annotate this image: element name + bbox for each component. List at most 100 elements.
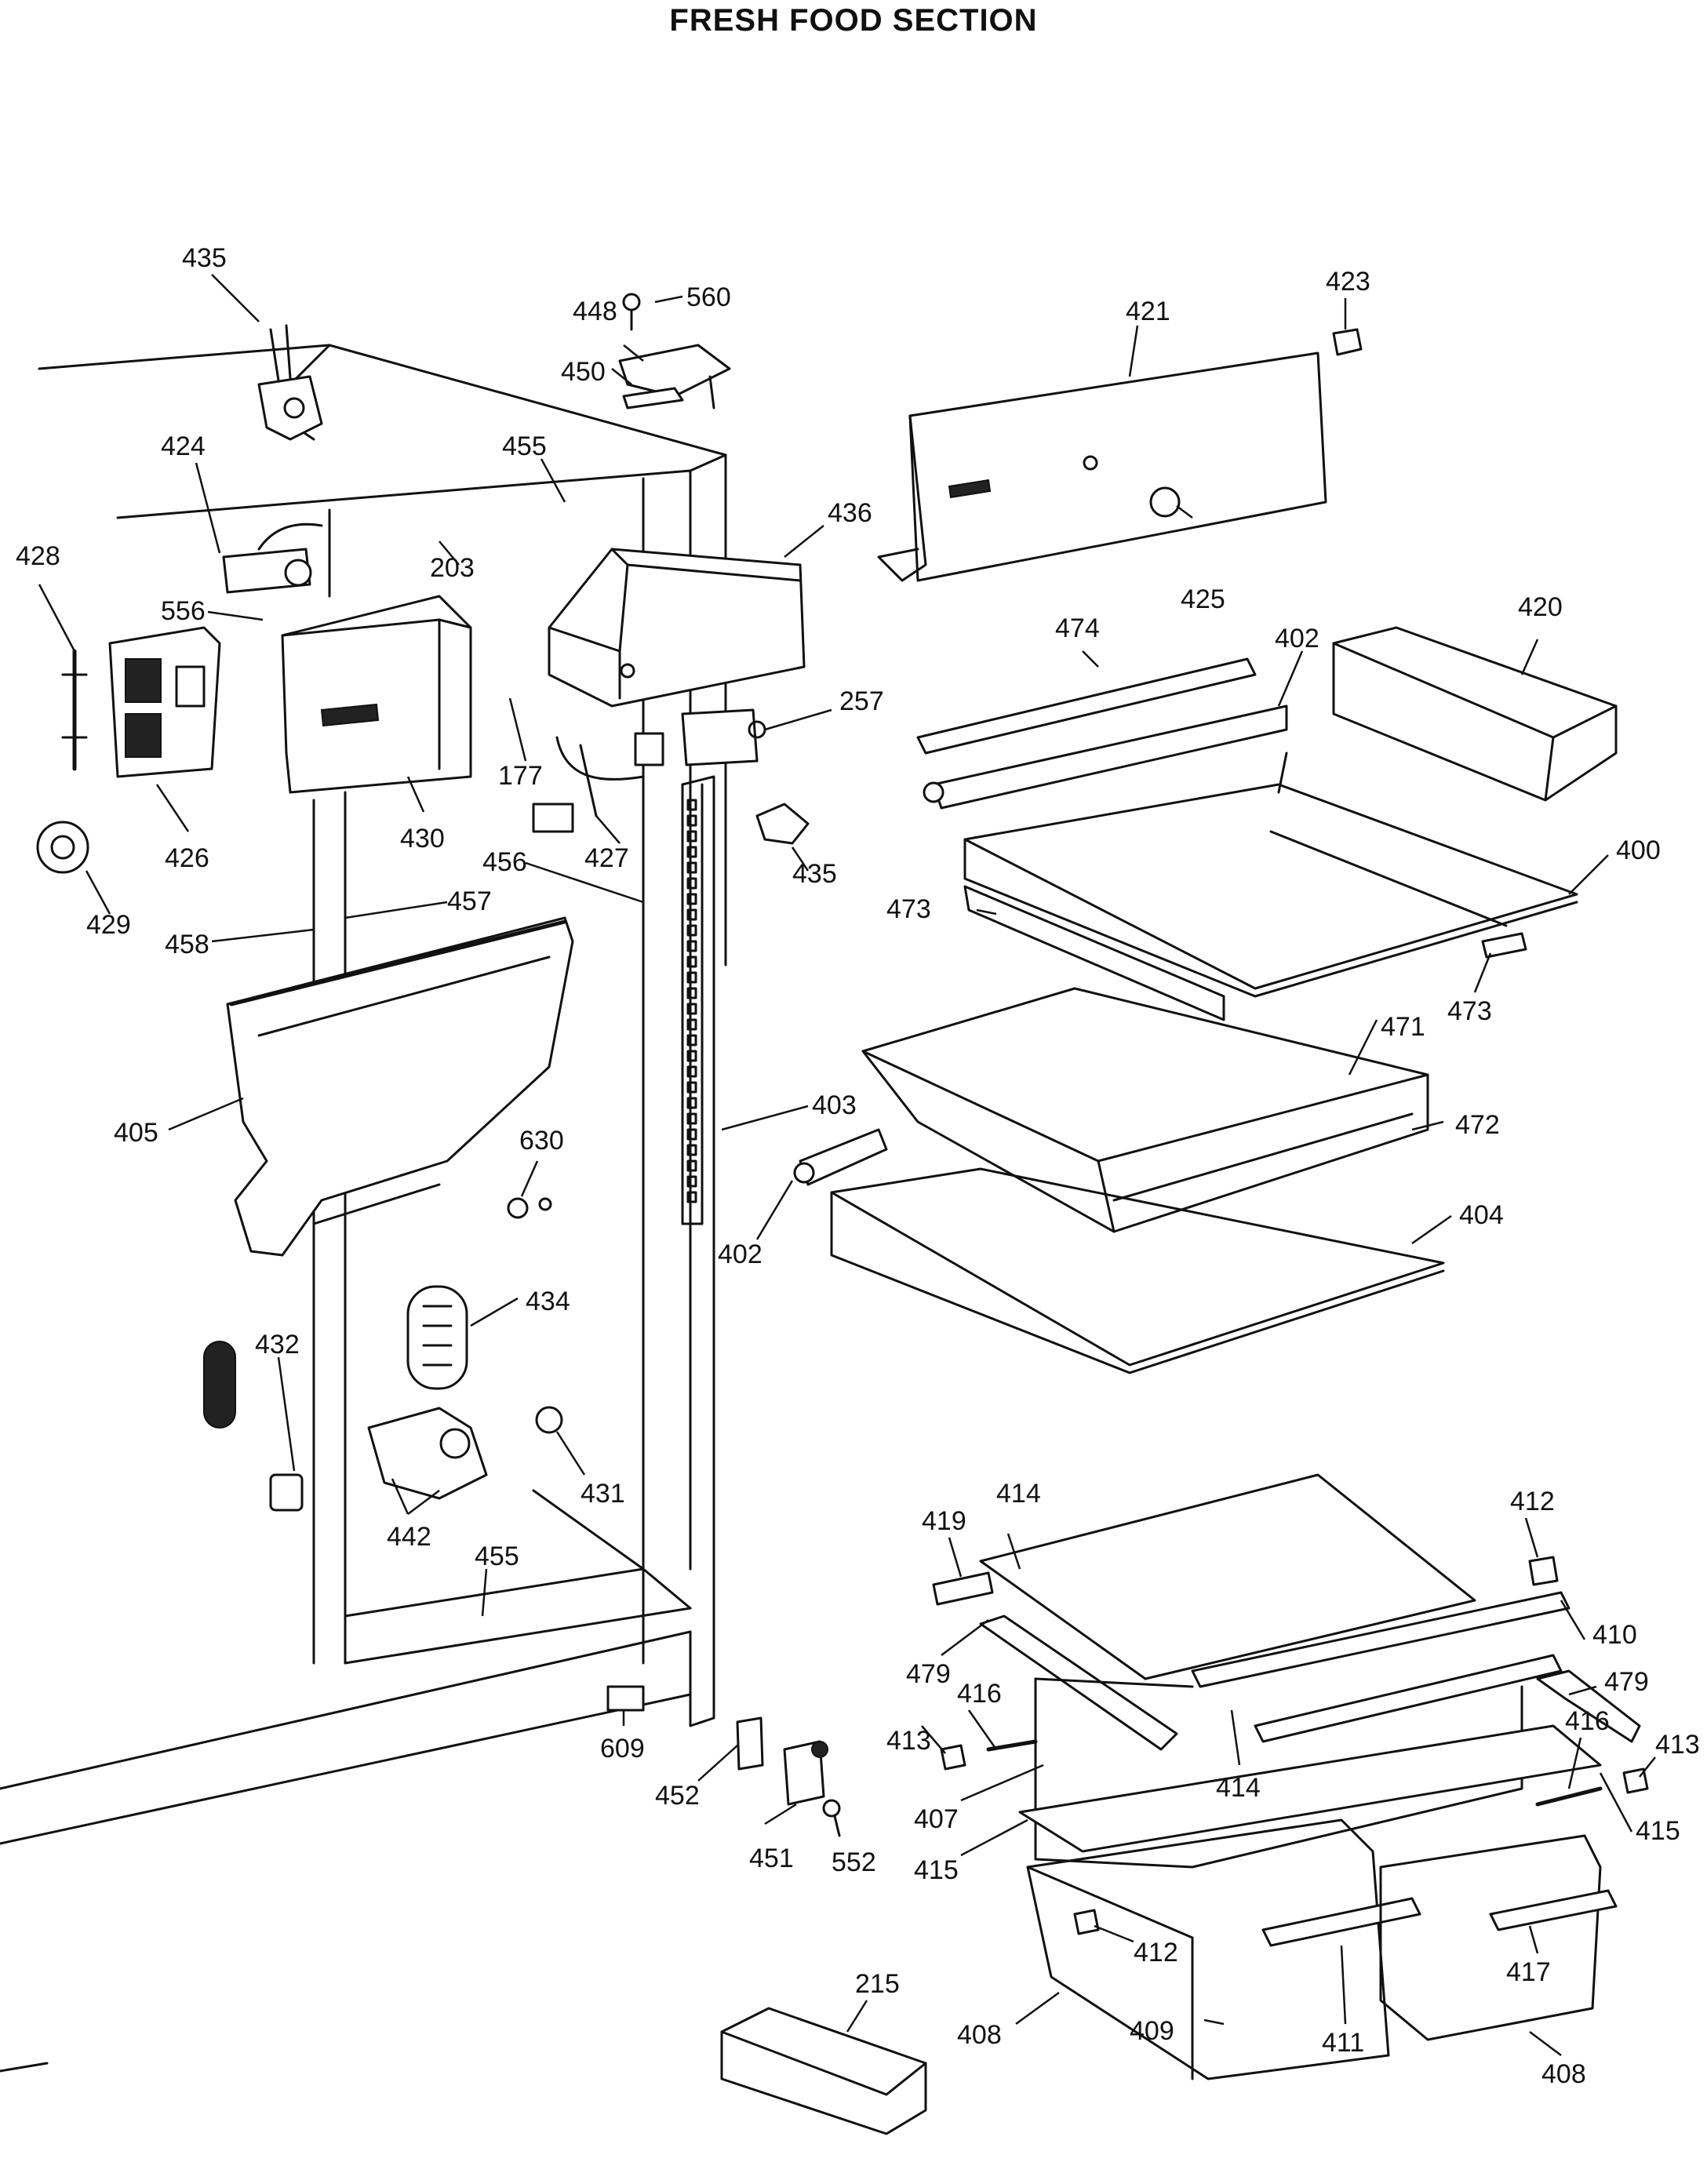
thermostat-424	[222, 522, 323, 594]
callout-416b: 416	[1565, 1706, 1610, 1736]
callout-448: 448	[573, 297, 617, 326]
leader-lines	[38, 274, 1656, 2056]
wiring-427	[532, 732, 664, 833]
callout-552: 552	[832, 1847, 876, 1877]
callout-408a: 408	[957, 2020, 1002, 2050]
rail-slot	[686, 1128, 697, 1141]
callout-414b: 414	[1216, 1773, 1261, 1803]
callout-431: 431	[581, 1479, 625, 1509]
shelf-rail-474	[916, 657, 1257, 755]
callout-428: 428	[16, 541, 60, 571]
slot-opening	[203, 1341, 236, 1429]
rail-slot	[686, 1003, 697, 1015]
plugs-630	[507, 1197, 552, 1219]
drawer-408b	[1379, 1834, 1602, 2041]
callout-609: 609	[600, 1734, 645, 1764]
callout-415a: 415	[914, 1855, 959, 1885]
rail-slot	[686, 1175, 697, 1188]
rail-slot	[686, 1034, 697, 1046]
crisper-420	[1332, 626, 1618, 802]
drawer-471	[861, 987, 1429, 1233]
callout-435b: 435	[792, 859, 837, 889]
callout-404: 404	[1459, 1200, 1504, 1230]
rail-slot	[686, 1112, 697, 1125]
callout-420: 420	[1518, 592, 1563, 622]
callout-413b: 413	[1655, 1730, 1700, 1760]
callout-474: 474	[1055, 613, 1100, 643]
callout-215: 215	[855, 1969, 900, 1999]
callout-473b: 473	[1447, 996, 1492, 1026]
plate-452	[736, 1716, 764, 1771]
damper-434	[406, 1285, 468, 1390]
rail-slot	[686, 1191, 697, 1203]
callout-411: 411	[1322, 2028, 1364, 2058]
callout-560: 560	[686, 282, 731, 312]
hinge-451	[783, 1740, 828, 1806]
rail-slot	[686, 1065, 697, 1078]
callout-421: 421	[1126, 297, 1170, 326]
callout-426: 426	[165, 843, 209, 873]
callout-labels: 435 448 560 450 421 423 424 455 436 428 …	[16, 243, 1700, 2089]
callout-407: 407	[914, 1804, 959, 1834]
rail-slot	[686, 1144, 697, 1156]
callout-457: 457	[447, 886, 492, 916]
frame-410	[1191, 1591, 1571, 1743]
air-duct-436	[548, 548, 806, 708]
callout-630: 630	[519, 1126, 564, 1156]
callout-177: 177	[498, 761, 543, 791]
housing-430	[281, 595, 472, 794]
handle-417	[1489, 1889, 1618, 1931]
callout-405: 405	[114, 1118, 158, 1148]
shelf-404	[830, 1167, 1445, 1374]
callout-413a: 413	[886, 1726, 931, 1756]
rail-slot	[686, 877, 697, 890]
bracket-412a	[1528, 1556, 1559, 1586]
rail-slot	[686, 1159, 697, 1172]
callout-402a: 402	[1275, 624, 1319, 653]
callout-417: 417	[1506, 1957, 1551, 1987]
callout-427: 427	[584, 843, 629, 873]
callout-452: 452	[655, 1781, 700, 1811]
diagram-title: FRESH FOOD SECTION	[669, 3, 1038, 38]
shelf-405	[226, 916, 574, 1257]
callout-203: 203	[430, 553, 475, 583]
bracket-419	[932, 1571, 994, 1606]
callout-556: 556	[161, 596, 206, 626]
plug-432	[269, 1473, 304, 1512]
pin-416b	[1535, 1786, 1603, 1807]
callout-471: 471	[1381, 1012, 1425, 1042]
shelf-rail-402a	[923, 704, 1288, 810]
callout-425: 425	[1181, 584, 1225, 614]
rail-479b	[1536, 1669, 1641, 1743]
rail-slot	[686, 956, 697, 968]
callout-450: 450	[561, 357, 606, 387]
callout-410: 410	[1592, 1620, 1637, 1650]
callout-442: 442	[387, 1522, 431, 1552]
callout-419: 419	[922, 1506, 966, 1536]
rail-slot	[686, 893, 697, 905]
lamp-socket-435	[257, 324, 323, 441]
callout-415b: 415	[1636, 1816, 1680, 1846]
control-panel-421	[877, 328, 1363, 582]
rail-slot	[686, 971, 697, 984]
callout-451: 451	[749, 1844, 794, 1873]
rail-slot	[686, 1018, 697, 1031]
frame-415	[1018, 1724, 1602, 1853]
shelf-400	[963, 752, 1578, 998]
callout-423: 423	[1326, 267, 1370, 297]
rail-slot	[686, 940, 697, 952]
part-609	[606, 1685, 645, 1712]
callout-479a: 479	[906, 1659, 951, 1689]
rail-slot	[686, 1097, 697, 1109]
callout-412a: 412	[1510, 1487, 1555, 1516]
lamp-435b	[755, 803, 810, 845]
callout-408b: 408	[1541, 2059, 1586, 2089]
callout-416a: 416	[957, 1679, 1002, 1709]
callout-434: 434	[526, 1287, 570, 1316]
callout-455a: 455	[502, 431, 547, 461]
clip-412b	[1073, 1909, 1100, 1935]
callout-403: 403	[812, 1090, 857, 1120]
shelf-rail-473b	[1481, 932, 1527, 959]
rail-slot	[686, 861, 697, 874]
